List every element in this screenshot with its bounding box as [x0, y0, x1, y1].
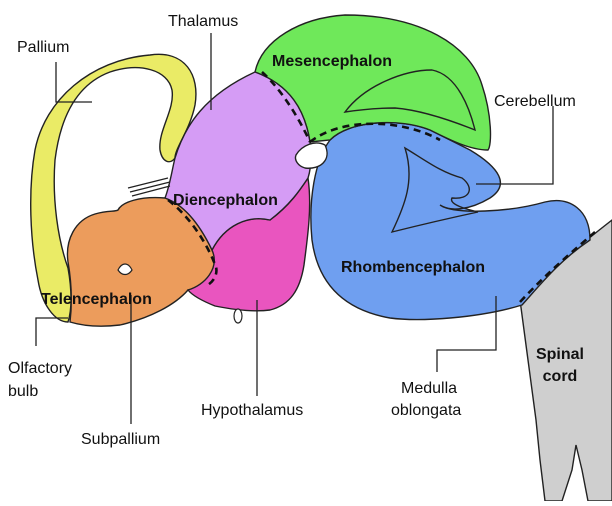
- olfactory-fibers: [128, 178, 170, 196]
- spinal-cord-label-line2: cord: [543, 368, 578, 385]
- mesencephalon-label: Mesencephalon: [272, 53, 392, 70]
- olfactory-bulb-label-line2: bulb: [8, 383, 38, 400]
- cerebellum-label: Cerebellum: [494, 93, 576, 110]
- hypothalamus-pore: [234, 309, 242, 323]
- telencephalon-label: Telencephalon: [41, 291, 152, 308]
- diencephalon-label: Diencephalon: [173, 192, 278, 209]
- pallium-label: Pallium: [17, 39, 69, 56]
- subpallium-label: Subpallium: [81, 431, 160, 448]
- rhombencephalon-label: Rhombencephalon: [341, 259, 485, 276]
- medulla-oblongata-label-line1: Medulla: [401, 380, 457, 397]
- olfactory-bulb-label-line1: Olfactory: [8, 360, 72, 377]
- leader-olfactory: [36, 318, 68, 346]
- spinal-cord-label-line1: Spinal: [536, 346, 584, 363]
- thalamus-label: Thalamus: [168, 13, 238, 30]
- hypothalamus-label: Hypothalamus: [201, 402, 303, 419]
- medulla-oblongata-label-line2: oblongata: [391, 402, 461, 419]
